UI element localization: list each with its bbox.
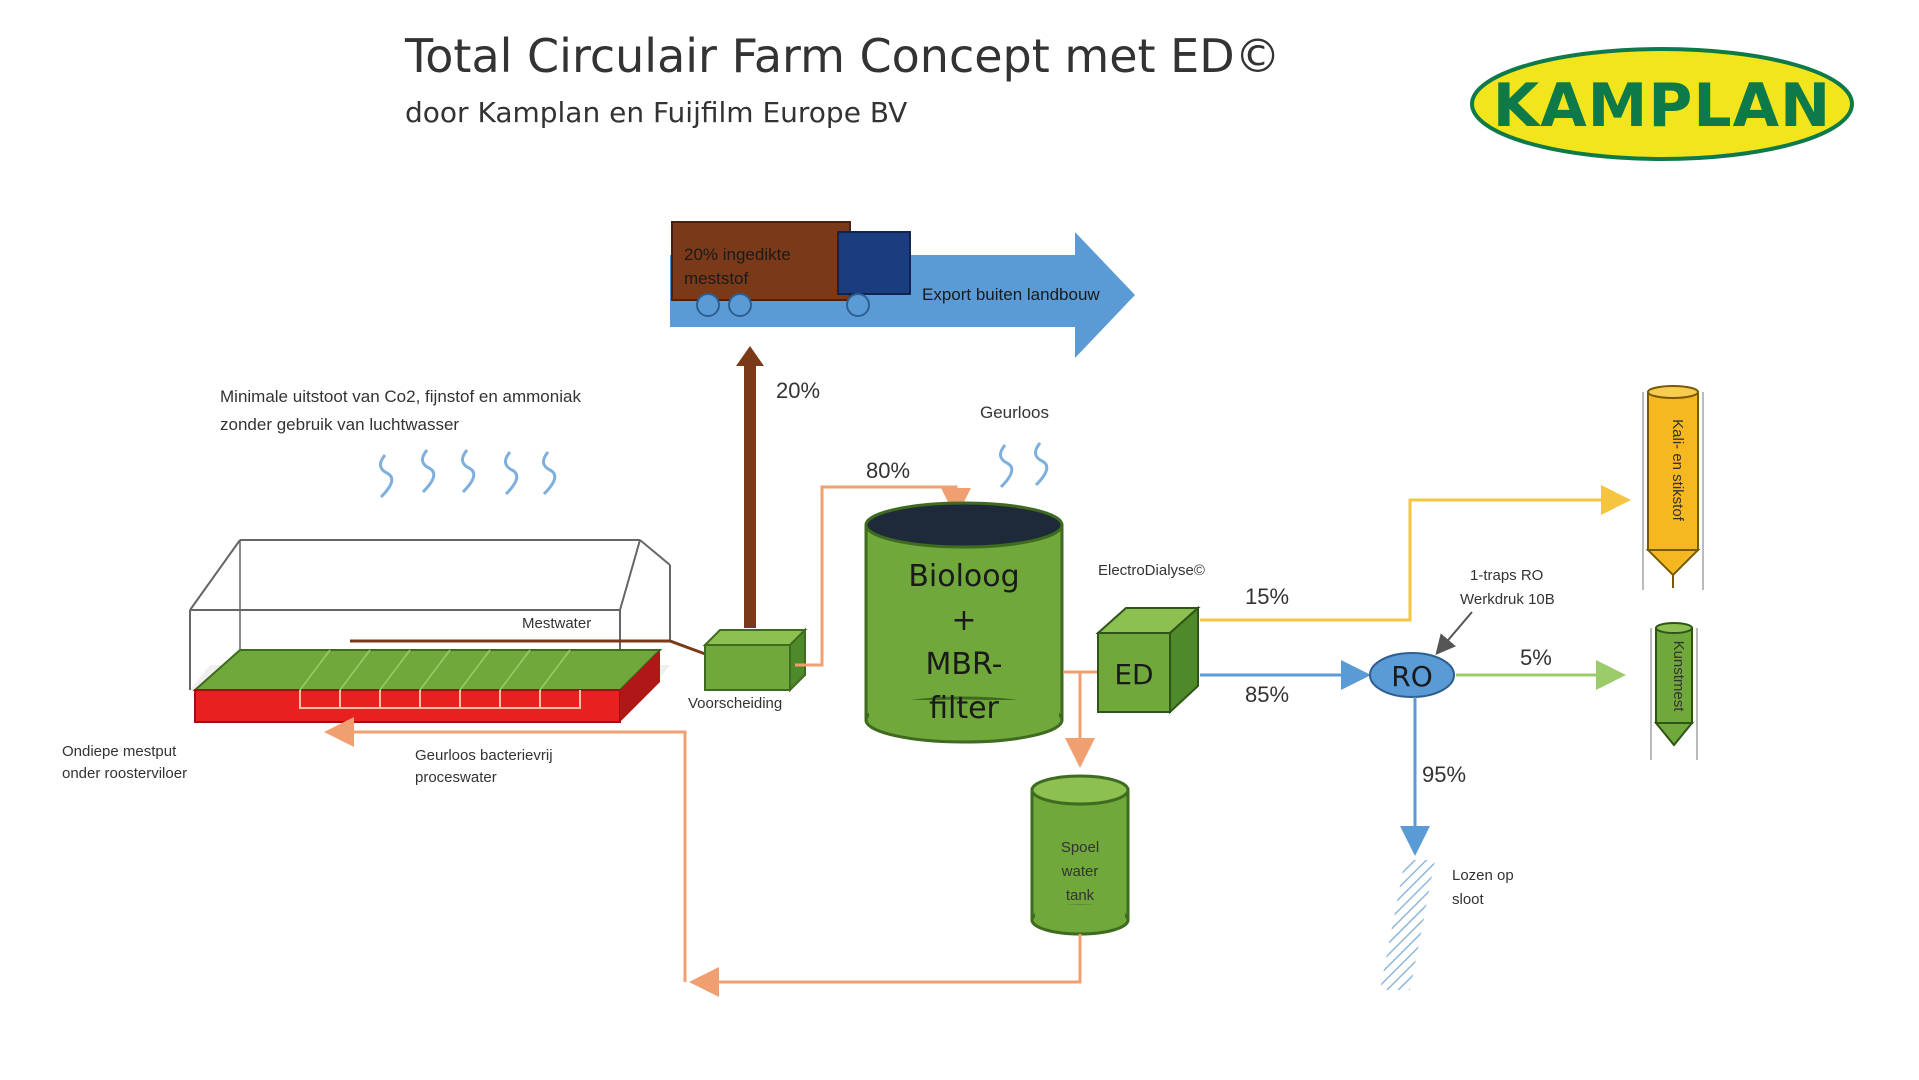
ed-concentrate-percent: 15% — [1245, 584, 1289, 609]
product-tank-potassium-nitrogen — [1642, 385, 1704, 590]
process-water-line2: proceswater — [415, 769, 497, 786]
bioreactor-line1: Bioloog — [908, 559, 1019, 594]
drain-channels — [299, 690, 581, 709]
ro-note-line2: Werkdruk 10B — [1460, 591, 1555, 608]
ro-concentrate-percent: 5% — [1520, 645, 1552, 670]
emission-wisps-icon — [379, 449, 557, 499]
solids-percent: 20% — [776, 378, 820, 403]
product-tank-fertilizer — [1650, 622, 1698, 760]
cargo-label-line2: meststof — [684, 269, 749, 288]
truck-cargo — [671, 221, 851, 301]
export-label: Export buiten landbouw — [922, 285, 1100, 304]
discharge-line2: sloot — [1452, 891, 1485, 908]
cargo-label-line1: 20% ingedikte — [684, 245, 791, 264]
emissions-note-line2: zonder gebruik van luchtwasser — [220, 415, 459, 434]
kamplan-logo: KAMPLAN — [1470, 47, 1854, 161]
grid-floor — [192, 649, 663, 691]
process-water-to-pit-line — [324, 717, 687, 982]
process-water-return-line — [689, 934, 1082, 997]
truck-cab — [837, 231, 911, 295]
rinse-tank-line1: Spoel — [1061, 839, 1099, 856]
manure-pit — [194, 689, 621, 723]
discharge-line1: Lozen op — [1452, 867, 1514, 884]
bioreactor-line2: + — [951, 603, 976, 638]
bioreactor-line4: filter — [929, 691, 999, 726]
ro-unit — [1369, 652, 1455, 698]
ed-dilute-percent: 85% — [1245, 682, 1289, 707]
ditch-water — [1380, 860, 1435, 990]
odourless-label: Geurloos — [980, 403, 1049, 422]
pre-separation-unit — [702, 627, 808, 693]
pit-label-line2: onder roosterviloer — [62, 765, 187, 782]
odour-wisps-icon — [999, 442, 1049, 489]
rinse-tank-line2: water — [1061, 863, 1099, 880]
page-title: Total Circulair Farm Concept met ED© — [404, 29, 1281, 83]
process-water-line1: Geurloos bacterievrij — [415, 747, 553, 764]
truck-wheel — [728, 293, 752, 317]
ro-permeate-percent: 95% — [1422, 762, 1466, 787]
mestwater-flow-line — [350, 639, 709, 657]
ro-note-pointer — [1435, 611, 1473, 656]
rinse-tank-line3: tank — [1066, 887, 1095, 904]
electrodialysis-title: ElectroDialyse© — [1098, 562, 1205, 579]
pit-label-line1: Ondiepe mestput — [62, 743, 177, 760]
electrodialysis-unit — [1095, 605, 1201, 715]
ro-note-line1: 1-traps RO — [1470, 567, 1543, 584]
liquid-percent: 80% — [866, 458, 910, 483]
barn-stable — [189, 539, 671, 723]
logo-text: KAMPLAN — [1493, 71, 1832, 141]
emissions-note-line1: Minimale uitstoot van Co2, fijnstof en a… — [220, 387, 581, 406]
ro-label: RO — [1391, 660, 1433, 693]
page-subtitle: door Kamplan en Fuijfilm Europe BV — [405, 96, 907, 129]
export-truck: 20% ingedikte meststof Export buiten lan… — [670, 221, 1135, 358]
truck-wheel — [696, 293, 720, 317]
truck-wheel — [846, 293, 870, 317]
pre-separation-label: Voorscheiding — [688, 695, 782, 712]
mestwater-label: Mestwater — [522, 615, 591, 632]
product-tank1-label: Kali- en stikstof — [1669, 419, 1686, 522]
ed-concentrate-line — [1200, 485, 1631, 622]
product-tank2-label: Kunstmest — [1670, 641, 1687, 713]
liquid-to-bioreactor-line — [795, 485, 971, 667]
bioreactor-line3: MBR- — [926, 647, 1003, 682]
ed-label: ED — [1114, 658, 1153, 691]
bioreactor-tank — [864, 501, 1064, 744]
